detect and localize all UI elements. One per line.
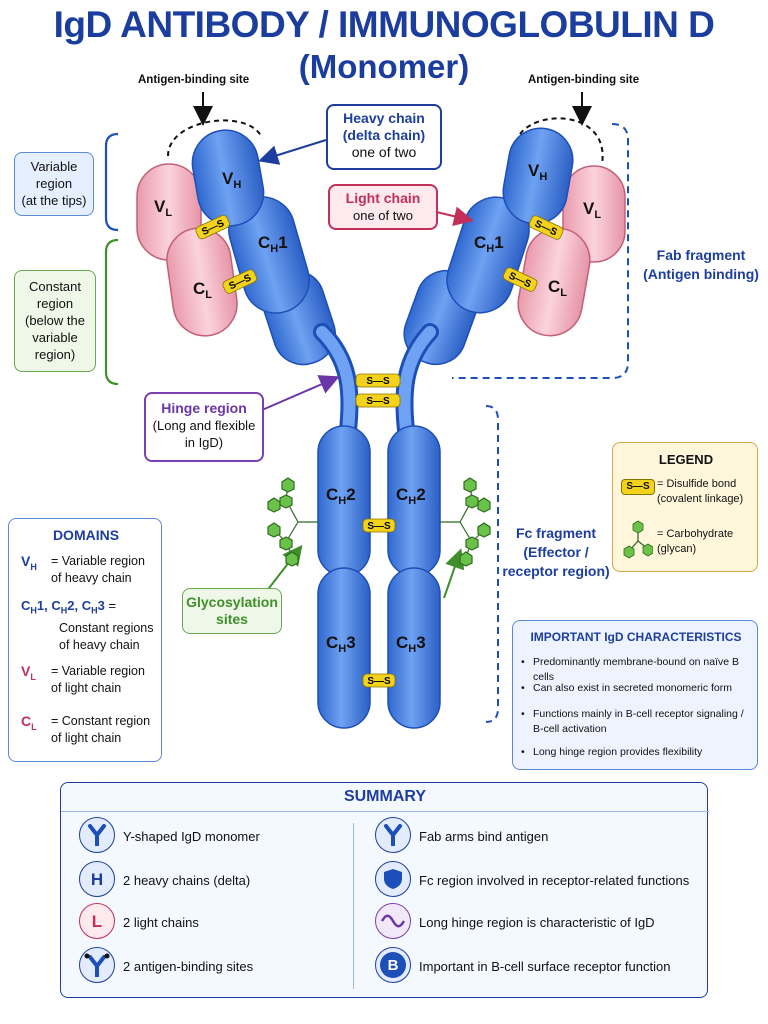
characteristic-item: Predominantly membrane-bound on naïve B … [521,655,761,685]
left-vh-domain [191,129,265,227]
summary-item: 2 light chains [123,915,199,930]
light-chain-label: Light chain one of two [328,184,438,230]
antigen-site-label-right: Antigen-binding site [528,74,640,86]
l-letter-icon: L [79,903,115,939]
svg-text:S—S: S—S [366,376,390,387]
ch3-right-label: CH3 [396,633,426,655]
glycosylation-label: Glycosylation sites [182,588,282,634]
legend-ss-text: = Disulfide bond (covalent linkage) [657,478,744,505]
fab-fragment-bracket [452,123,629,379]
page-title: IgD ANTIBODY / IMMUNOGLOBULIN D [53,4,715,45]
ch2-left-label: CH2 [326,485,356,507]
y-antibody-icon [375,817,411,853]
svg-text:S—S: S—S [367,676,391,687]
vh-left-label: VH [222,169,241,191]
constant-region-label: Constant region (below the variable regi… [14,270,96,372]
fab-fragment-label: Fab fragment (Antigen binding) [643,247,759,282]
summary-item: Long hinge region is characteristic of I… [419,915,655,930]
summary-item: 2 heavy chains (delta) [123,873,251,888]
svg-text:S—S: S—S [367,521,391,532]
legend-carbohydrate-icon [623,520,653,559]
summary-divider [353,823,354,989]
summary-item: Y-shaped IgD monomer [123,829,260,844]
y-antibody-icon [79,817,115,853]
right-ch3-domain [387,567,441,729]
legend-ss-symbol: S—S [621,479,655,495]
fc-fragment-label: Fc fragment (Effector / receptor region) [502,525,610,579]
legend-carb-text: = Carbohydrate (glycan) [657,528,734,555]
cl-left-label: CL [193,279,212,301]
domains-title: DOMAINS [52,527,120,543]
left-glycan-icon [267,477,318,567]
right-light-chain [517,165,626,337]
hinge-region-label: Hinge region (Long and flexible in IgD) [144,392,264,462]
constant-region-bracket [104,238,119,386]
characteristic-item: Long hinge region provides flexibility [521,745,761,760]
left-heavy-chain-arm [191,129,336,366]
legend-title: LEGEND [658,452,714,467]
glyco-arrow-right [443,548,465,599]
summary-item: Fc region involved in receptor-related f… [419,873,690,888]
cl-right-label: CL [548,277,567,299]
characteristics-box: IMPORTANT IgD CHARACTERISTICS Predominan… [512,620,758,770]
summary-item: Fab arms bind antigen [419,829,549,844]
characteristics-title: IMPORTANT IgD CHARACTERISTICS [530,630,742,644]
fc-region-domains [317,425,441,729]
summary-title: SUMMARY [61,783,709,812]
wave-icon [375,903,411,939]
heavy-chain-arrow [258,139,327,165]
ch3-left-label: CH3 [326,633,356,655]
variable-region-label: Variable region (at the tips) [14,152,94,216]
right-antigen-site-arc [519,117,604,165]
summary-box: SUMMARY Y-shaped IgD monomer H 2 heavy c… [60,782,709,998]
ch1-right-label: CH1 [474,233,504,255]
hinge-region-strands [313,323,439,439]
heavy-chain-label: Heavy chain (delta chain) one of two [326,104,442,170]
disulfide-bonds: S—S S—S S—S S—S S—S S—S S—S S—S [195,214,564,688]
legend-box: LEGEND S—S = Disulfide bond (covalent li… [612,442,758,572]
domain-labels: VH VH VL VL CL CL CH1 CH1 CH2 CH2 CH3 CH… [154,161,601,655]
shield-icon [375,861,411,897]
b-letter-icon: B [375,947,411,983]
svg-text:S—S: S—S [366,396,390,407]
antigen-sites-icon [79,947,115,983]
hinge-arrow [261,375,340,411]
left-antigen-site-arc [167,119,263,157]
right-glycan-icon [440,477,491,567]
page-subtitle: (Monomer) [298,48,470,85]
vl-left-label: VL [154,197,172,219]
summary-item: 2 antigen-binding sites [123,959,254,974]
antigen-site-label-left: Antigen-binding site [138,74,250,86]
vh-right-label: VH [528,161,547,183]
vl-right-label: VL [583,199,601,221]
fc-fragment-bracket [485,405,499,723]
ch2-right-label: CH2 [396,485,426,507]
variable-region-bracket [104,132,119,232]
characteristic-item: Functions mainly in B-cell receptor sign… [521,707,761,737]
right-heavy-chain-arm [403,127,574,366]
h-letter-icon: H [79,861,115,897]
ch1-left-label: CH1 [258,233,288,255]
summary-item: Important in B-cell surface receptor fun… [419,959,671,974]
characteristic-item: Can also exist in secreted monomeric for… [521,681,761,696]
left-ch3-domain [317,567,371,729]
